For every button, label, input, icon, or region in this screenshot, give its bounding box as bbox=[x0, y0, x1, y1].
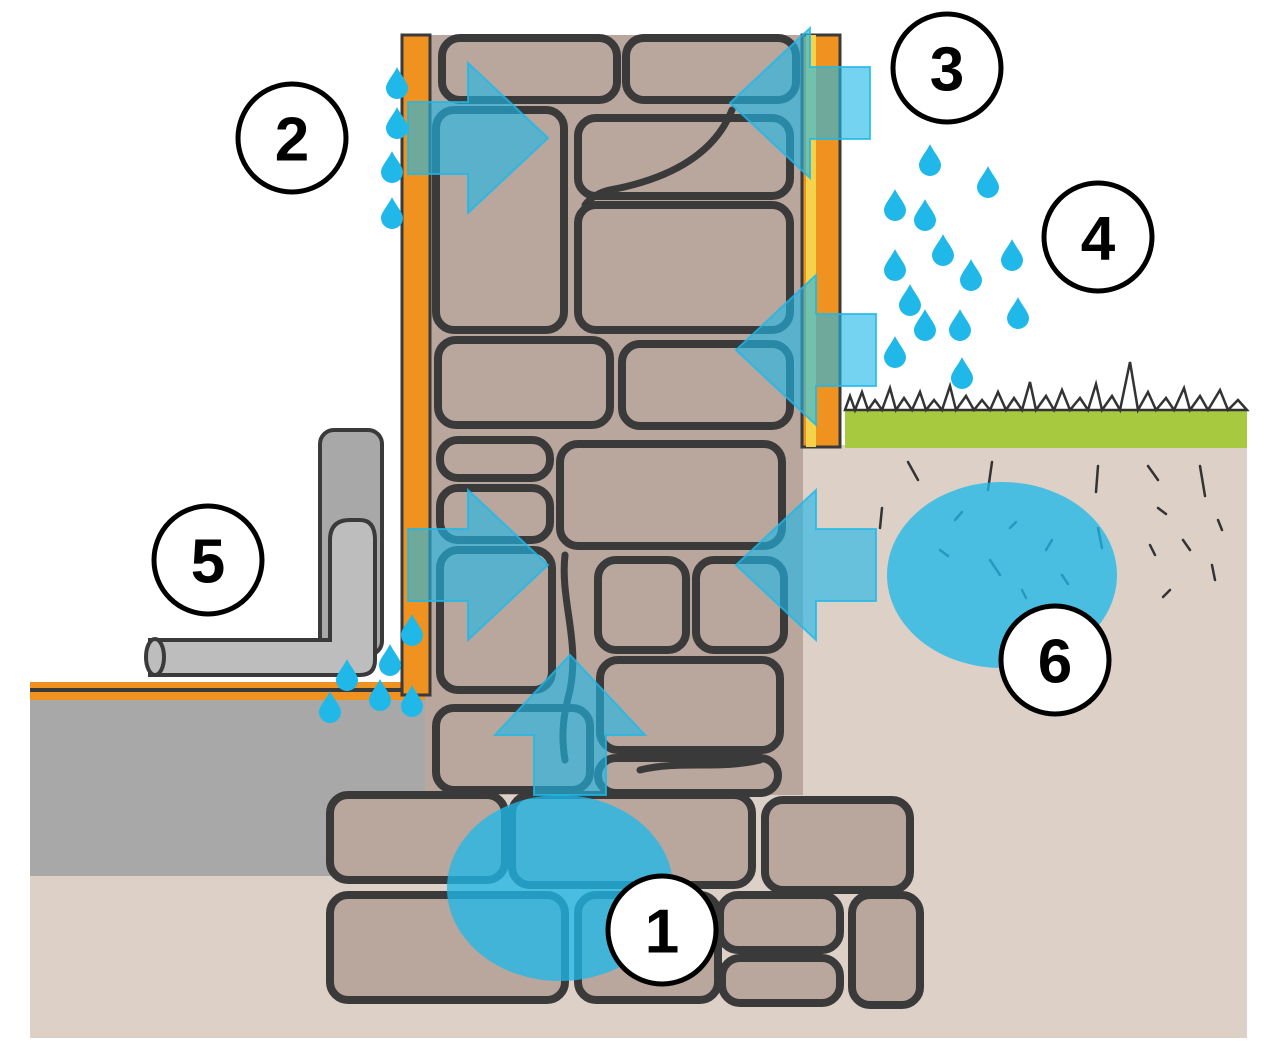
water-drop-icon bbox=[336, 659, 358, 691]
wall-stone bbox=[594, 556, 690, 654]
number-badge-5: 5 bbox=[151, 503, 265, 617]
water-drops bbox=[319, 67, 1029, 723]
wall-stone bbox=[434, 336, 614, 429]
wall-stone bbox=[436, 436, 554, 482]
right-membrane-inner bbox=[806, 35, 816, 447]
badge-number: 6 bbox=[1038, 628, 1072, 697]
badge-number: 5 bbox=[191, 528, 225, 597]
soil-speck bbox=[1210, 563, 1217, 582]
soil-speck bbox=[1161, 588, 1172, 599]
number-badge-1: 1 bbox=[605, 873, 719, 987]
wall-stone bbox=[574, 201, 794, 334]
moisture-arrow-icon bbox=[407, 487, 550, 643]
wall-stone bbox=[716, 891, 844, 954]
water-drop-icon bbox=[919, 144, 941, 176]
soil-speck bbox=[1181, 538, 1192, 552]
badge-circle bbox=[605, 873, 719, 987]
badge-number: 4 bbox=[1081, 205, 1116, 274]
badge-circle bbox=[1041, 180, 1155, 294]
water-drop-icon bbox=[884, 249, 906, 281]
badge-circle bbox=[151, 503, 265, 617]
moisture-arrow-icon bbox=[728, 25, 871, 181]
water-drop-icon bbox=[319, 691, 341, 723]
badge-circle bbox=[235, 81, 349, 195]
water-drop-icon bbox=[914, 199, 936, 231]
grass-blades bbox=[843, 361, 1250, 414]
number-badge-6: 6 bbox=[998, 603, 1112, 717]
wall-stone bbox=[556, 440, 786, 550]
number-badge-2: 2 bbox=[235, 81, 349, 195]
water-drop-icon bbox=[386, 107, 408, 139]
water-drop-icon bbox=[1001, 239, 1023, 271]
badge-circle bbox=[890, 11, 1004, 125]
water-drop-icon bbox=[884, 336, 906, 368]
moisture-arrows bbox=[407, 25, 877, 796]
grass-strip bbox=[845, 410, 1247, 448]
water-drop-icon bbox=[401, 685, 423, 717]
wall-stone bbox=[848, 891, 924, 1009]
water-drop-icon bbox=[949, 309, 971, 341]
soil-speck bbox=[1198, 464, 1207, 498]
badge-number: 2 bbox=[275, 106, 309, 175]
moisture-arrow-icon bbox=[407, 60, 550, 216]
water-drop-icon bbox=[914, 309, 936, 341]
moisture-arrow-icon bbox=[492, 653, 648, 796]
number-badge-4: 4 bbox=[1041, 180, 1155, 294]
badge-number: 1 bbox=[645, 898, 679, 967]
soil-speck bbox=[1146, 464, 1160, 482]
moisture-arrow-icon bbox=[734, 487, 877, 643]
water-drop-icon bbox=[381, 151, 403, 183]
water-drop-icon bbox=[884, 189, 906, 221]
moisture-arrow-icon bbox=[734, 272, 877, 428]
wall-crack-upper bbox=[581, 106, 736, 209]
water-drop-icon bbox=[379, 644, 401, 676]
soil-speck bbox=[1156, 506, 1168, 516]
drain-pipe bbox=[144, 428, 384, 677]
water-drop-icon bbox=[401, 614, 423, 646]
badge-circle bbox=[998, 603, 1112, 717]
water-drop-icon bbox=[960, 259, 982, 291]
water-drop-icon bbox=[951, 357, 973, 389]
water-drop-icon bbox=[369, 679, 391, 711]
wall-crack-lower bbox=[636, 756, 764, 774]
soil-speck bbox=[1216, 518, 1224, 532]
water-drop-icon bbox=[381, 197, 403, 229]
water-drop-icon bbox=[386, 67, 408, 99]
wall-stone bbox=[718, 954, 844, 1007]
water-drop-icon bbox=[1007, 297, 1029, 329]
floor-membrane-line bbox=[30, 688, 430, 692]
water-drop-icon bbox=[932, 234, 954, 266]
wall-stone bbox=[761, 796, 914, 894]
soil-speck bbox=[906, 460, 920, 482]
badge-number: 3 bbox=[930, 36, 964, 105]
water-drop-icon bbox=[977, 166, 999, 198]
number-badges: 1 2 3 4 5 6 bbox=[151, 11, 1155, 987]
soil-speck bbox=[1148, 543, 1157, 557]
soil-speck bbox=[1094, 464, 1100, 494]
wall-stone bbox=[596, 656, 784, 754]
number-badge-3: 3 bbox=[890, 11, 1004, 125]
soil-speck bbox=[878, 506, 884, 530]
water-drop-icon bbox=[899, 284, 921, 316]
